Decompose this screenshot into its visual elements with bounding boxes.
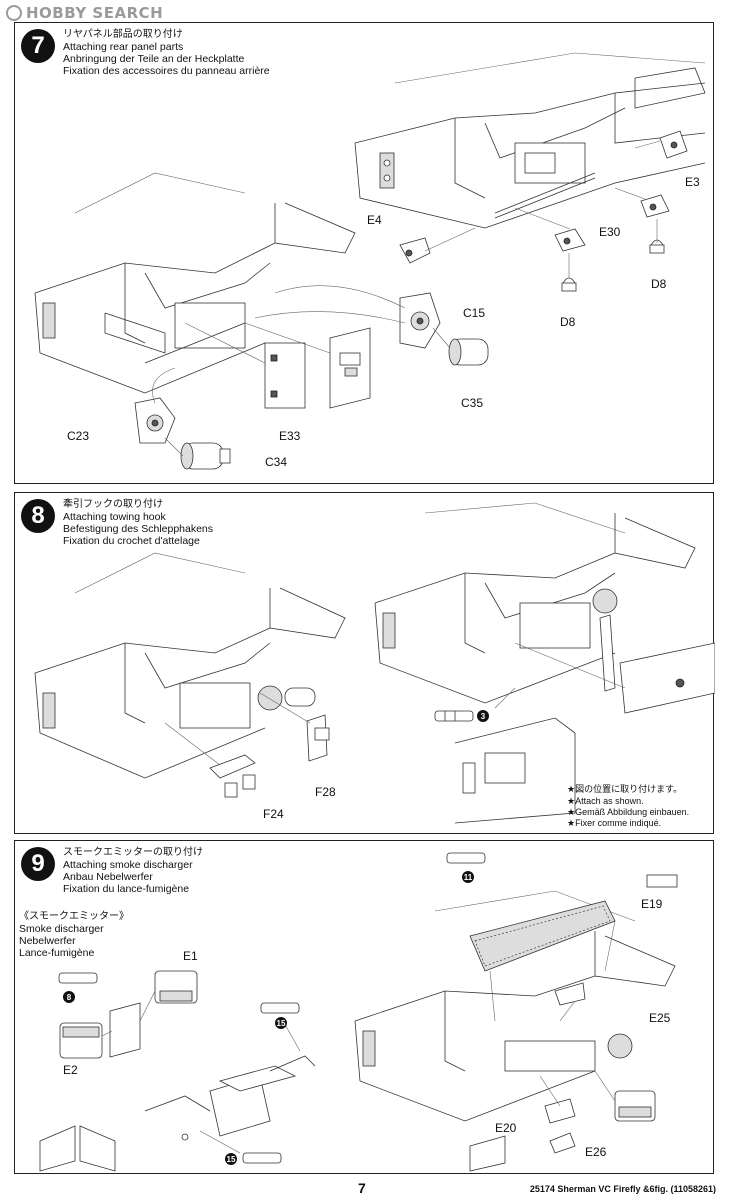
step-7-titles: リヤパネル部品の取り付け Attaching rear panel parts … xyxy=(63,29,270,77)
step-9-title-de: Anbau Nebelwerfer xyxy=(63,871,153,883)
part-towing-bracket-drawing xyxy=(599,614,715,714)
sub-title-jp: 《スモークエミッター》 xyxy=(19,911,129,922)
label-d8-left: D8 xyxy=(560,315,576,329)
label-e20: E20 xyxy=(495,1121,517,1135)
step-8-title-jp: 牽引フックの取り付け xyxy=(63,499,163,510)
step-9-panel: 9 スモークエミッターの取り付け Attaching smoke dischar… xyxy=(14,840,714,1174)
part-e2-drawing xyxy=(59,1022,103,1059)
label-c15: C15 xyxy=(463,306,486,320)
attach-as-shown-note: ★図の位置に取り付けます。 ★Attach as shown. ★Gemäß A… xyxy=(567,785,689,829)
label-c34: C34 xyxy=(265,455,288,469)
part-e25-drawing xyxy=(614,1090,656,1122)
part-c35-side-panel-drawing xyxy=(329,327,371,409)
step-7-title-de: Anbringung der Teile an der Heckplatte xyxy=(63,53,245,65)
label-f24: F24 xyxy=(263,807,284,821)
step-8-title-en: Attaching towing hook xyxy=(63,511,166,523)
part-e1-drawing xyxy=(154,970,198,1004)
step-9-title-jp: スモークエミッターの取り付け xyxy=(63,847,203,858)
hull-right-step-8-drawing xyxy=(374,502,696,704)
step-9-number: 9 xyxy=(21,847,55,881)
label-c23: C23 xyxy=(67,429,90,443)
step-8-title-fr: Fixation du crochet d'attelage xyxy=(63,535,200,547)
step-7-header: 7 リヤパネル部品の取り付け Attaching rear panel part… xyxy=(21,29,270,77)
callout-badge-3: 3 xyxy=(477,710,489,722)
callout-badge-15-lower: 15 xyxy=(225,1153,237,1165)
label-e3: E3 xyxy=(685,175,700,189)
step-9-header: 9 スモークエミッターの取り付け Attaching smoke dischar… xyxy=(21,847,203,895)
label-e2: E2 xyxy=(63,1063,78,1077)
label-e33: E33 xyxy=(279,429,301,443)
part-e4-drawing xyxy=(399,237,431,264)
part-e19-drawing xyxy=(554,874,678,1006)
step-8-number: 8 xyxy=(21,499,55,533)
step-7-title-fr: Fixation des accessoires du panneau arri… xyxy=(63,65,270,77)
part-e26-drawing xyxy=(469,1132,576,1172)
label-e26: E26 xyxy=(585,1145,607,1159)
step-7-assembly-lines xyxy=(152,140,661,457)
step-9-title-fr: Fixation du lance-fumigène xyxy=(63,883,190,895)
part-e3-drawing xyxy=(659,130,688,159)
step-7-panel: 7 リヤパネル部品の取り付け Attaching rear panel part… xyxy=(14,22,714,484)
sub-title-fr: Lance-fumigène xyxy=(19,947,95,959)
callout-badge-11: 11 xyxy=(462,871,474,883)
note-en: ★Attach as shown. xyxy=(567,796,644,806)
hull-lower-left-drawing xyxy=(34,172,356,394)
step-9-titles: スモークエミッターの取り付け Attaching smoke discharge… xyxy=(63,847,203,895)
hull-upper-right-drawing xyxy=(354,52,706,229)
label-e30: E30 xyxy=(599,225,621,239)
detail-inset-drawing xyxy=(454,717,576,824)
label-c35: C35 xyxy=(461,396,484,410)
step-9-assembly-lines xyxy=(101,920,616,1154)
parts-tree-icons-step-9 xyxy=(58,852,486,1164)
part-f28-drawing xyxy=(306,714,330,762)
hull-step-9-drawing xyxy=(354,890,676,1122)
step-9-title-en: Attaching smoke discharger xyxy=(63,859,193,871)
note-jp: ★図の位置に取り付けます。 xyxy=(567,785,683,795)
step-8-header: 8 牽引フックの取り付け Attaching towing hook Befes… xyxy=(21,499,213,547)
step-8-panel: 8 牽引フックの取り付け Attaching towing hook Befes… xyxy=(14,492,715,834)
sub-title-de: Nebelwerfer xyxy=(19,935,76,947)
label-f28: F28 xyxy=(315,785,336,799)
step-7-number: 7 xyxy=(21,29,55,63)
sub-title-en: Smoke discharger xyxy=(19,923,104,935)
part-c23-drawing xyxy=(134,397,176,444)
kit-reference: 25174 Sherman VC Firefly &6fig. (1105826… xyxy=(529,1184,716,1194)
mesh-grille-drawing xyxy=(469,900,616,972)
smoke-detail-inset-drawing xyxy=(39,1125,116,1172)
part-e33-drawing xyxy=(264,342,306,409)
watermark-logo-icon xyxy=(6,5,22,21)
part-c35-drawing xyxy=(448,338,489,366)
label-e4: E4 xyxy=(367,213,382,227)
callout-badge-15-upper: 15 xyxy=(275,1017,287,1029)
part-d8-drawing xyxy=(561,239,665,292)
step-8-assembly-lines xyxy=(164,642,626,766)
smoke-discharger-assembly-drawing xyxy=(144,1055,316,1141)
part-f24-drawing xyxy=(209,754,256,798)
part-c15-drawing xyxy=(399,292,441,349)
watermark-text: HOBBY SEARCH xyxy=(26,4,164,22)
part-e20-drawing xyxy=(544,1098,576,1124)
step-8-illustration xyxy=(34,502,715,824)
callout-badge-8: 8 xyxy=(63,991,75,1003)
step-7-title-jp: リヤパネル部品の取り付け xyxy=(63,29,183,40)
part-c34-drawing xyxy=(180,442,231,470)
step-8-titles: 牽引フックの取り付け Attaching towing hook Befesti… xyxy=(63,499,213,547)
smoke-discharger-subheading: 《スモークエミッター》 Smoke discharger Nebelwerfer… xyxy=(19,911,129,959)
watermark: HOBBY SEARCH xyxy=(6,4,163,22)
step-7-title-en: Attaching rear panel parts xyxy=(63,41,184,53)
note-de: ★Gemäß Abbildung einbauen. xyxy=(567,807,690,817)
label-e1: E1 xyxy=(183,949,198,963)
label-e19: E19 xyxy=(641,897,663,911)
step-7-illustration xyxy=(34,52,706,470)
label-d8-right: D8 xyxy=(651,277,667,291)
label-e25: E25 xyxy=(649,1011,671,1025)
note-fr: ★Fixer comme indiqué. xyxy=(567,818,662,828)
smoke-bracket-drawing xyxy=(109,1002,141,1058)
hull-left-step-8-drawing xyxy=(34,552,346,779)
step-8-title-de: Befestigung des Schlepphakens xyxy=(63,523,214,535)
parts-tree-callout-icon xyxy=(434,710,474,722)
step-9-illustration xyxy=(39,852,678,1172)
page-number: 7 xyxy=(358,1180,366,1196)
part-e30-drawing xyxy=(554,194,670,252)
